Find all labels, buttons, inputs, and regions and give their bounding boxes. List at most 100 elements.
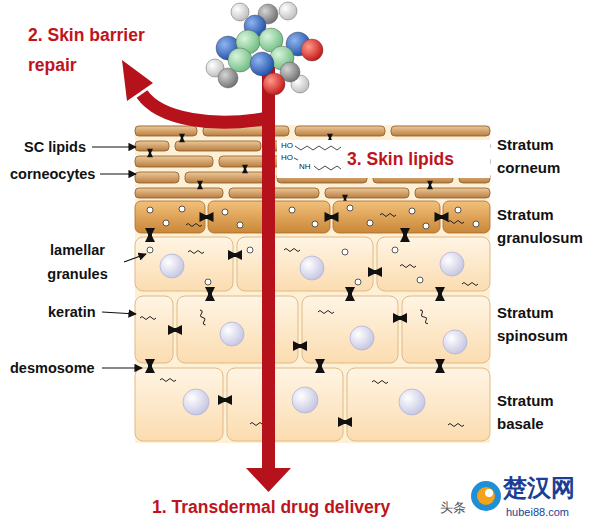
atom <box>301 39 323 61</box>
cell <box>177 296 298 363</box>
leader-arrow <box>102 367 142 368</box>
layer-label: Stratum granulosum <box>497 203 597 249</box>
granule <box>289 207 295 213</box>
molecule <box>206 2 323 95</box>
corneocyte <box>135 172 179 183</box>
arrow-head <box>246 468 291 492</box>
desmosomes <box>145 212 449 427</box>
desmosome-symbol <box>435 287 445 301</box>
granular-cells <box>135 201 490 233</box>
desmosome-symbol <box>205 287 215 301</box>
nucleus <box>443 330 467 354</box>
cell <box>135 237 233 291</box>
part-label: desmosome <box>10 359 95 377</box>
keratin-symbol <box>199 309 207 325</box>
corneocyte <box>295 126 385 136</box>
lipid-chain <box>295 146 341 150</box>
keratin-symbol <box>372 381 388 384</box>
granule <box>355 279 361 285</box>
granular-cell <box>443 201 490 233</box>
ceramide-structure <box>294 146 341 170</box>
part-label: lamellar granules <box>35 238 120 286</box>
cell <box>135 368 223 441</box>
granule <box>163 220 169 226</box>
desmosome-symbol <box>338 417 352 427</box>
corneocyte <box>135 188 223 198</box>
desmosome-symbol <box>427 181 433 189</box>
granule <box>347 205 353 211</box>
keratin-symbol <box>140 317 156 320</box>
corneocyte <box>325 188 409 198</box>
corneocyte <box>135 156 213 167</box>
desmosome-symbol <box>393 313 407 323</box>
desmosome-symbol <box>293 341 307 351</box>
granule <box>147 247 153 253</box>
atom-label: NH <box>299 162 311 171</box>
nucleus <box>440 252 464 276</box>
granule <box>455 207 461 213</box>
granule <box>392 247 398 253</box>
atom-label: HO <box>281 141 293 150</box>
desmosome-symbol <box>200 212 214 222</box>
keratin-symbol <box>188 251 204 254</box>
granule <box>147 207 153 213</box>
callout-title: 1. Transdermal drug delivery <box>152 496 390 518</box>
cell <box>302 296 398 363</box>
keratin-symbol <box>448 221 464 224</box>
nucleus <box>350 326 374 350</box>
granule <box>409 208 415 214</box>
nucleus <box>220 322 244 346</box>
lipid-matrix <box>135 125 490 443</box>
watermark-logo <box>471 481 501 511</box>
inset-box: 3. Skin lipids <box>277 140 490 178</box>
corneocyte <box>415 188 490 198</box>
corneocyte <box>391 126 490 136</box>
part-label: SC lipids <box>24 138 86 156</box>
box-text: 3. Skin lipids <box>347 149 454 170</box>
atom <box>228 48 252 72</box>
desmosome-symbol <box>345 287 355 301</box>
logo-ring <box>471 481 501 511</box>
logo-core <box>477 487 495 505</box>
granule <box>423 223 429 229</box>
nucleus <box>300 256 324 280</box>
arrow-head <box>122 60 153 101</box>
layer-label: Stratum basale <box>497 389 597 435</box>
leader-arrow <box>102 312 136 314</box>
watermark: 头条 <box>440 500 466 516</box>
watermark: hubei88.com <box>506 505 569 519</box>
desmosome-symbol <box>168 325 182 335</box>
keratin-symbol <box>160 379 176 382</box>
keratin-symbol <box>419 309 430 324</box>
part-label: corneocytes <box>10 165 95 183</box>
leader-arrow <box>124 254 146 262</box>
desmosome-symbol <box>400 228 410 242</box>
desmosome-symbol <box>435 359 445 373</box>
inset-ground <box>277 140 490 178</box>
logo-dot <box>485 489 493 497</box>
granule <box>179 206 185 212</box>
desmosome-symbol <box>228 250 242 260</box>
watermark: 楚汉网 <box>503 474 575 502</box>
desmosome-symbol <box>218 395 232 405</box>
desmosome-symbol <box>147 149 153 157</box>
granular-cell <box>333 201 440 233</box>
keratin-symbol <box>400 265 416 268</box>
keratin-symbol <box>186 224 202 227</box>
atom-label: HO <box>281 153 293 162</box>
leader-arrow <box>92 146 136 147</box>
keratin-symbol <box>462 283 478 286</box>
desmosome-symbol <box>435 212 449 222</box>
lamellar-granules <box>147 205 479 285</box>
granule <box>312 221 318 227</box>
granule <box>237 222 243 228</box>
desmosome-symbol <box>315 359 325 373</box>
cell <box>377 237 490 291</box>
keratin-symbol <box>448 424 464 427</box>
atom <box>250 52 274 76</box>
desmosome-symbol <box>325 212 339 222</box>
layer-label: Stratum corneum <box>497 133 597 179</box>
